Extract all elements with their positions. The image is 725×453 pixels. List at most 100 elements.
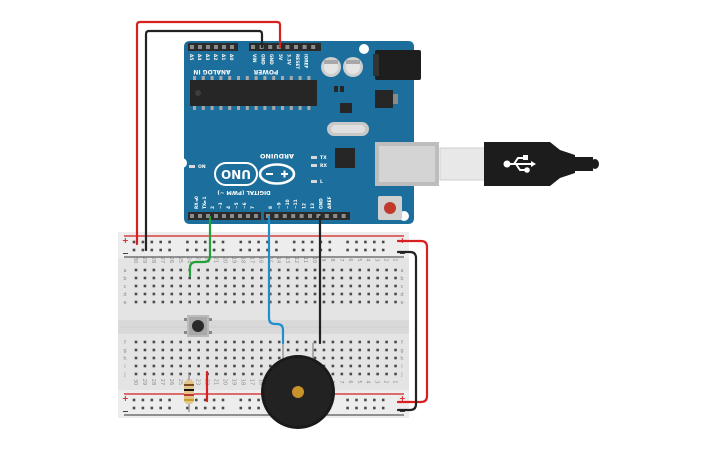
breadboard-hole[interactable] (367, 276, 370, 280)
breadboard-hole[interactable] (152, 340, 156, 344)
breadboard-hole[interactable] (313, 340, 317, 344)
header-pin[interactable] (308, 214, 312, 218)
breadboard-hole[interactable] (313, 276, 317, 280)
breadboard-hole[interactable] (215, 364, 218, 368)
rail-hole[interactable] (275, 240, 278, 244)
breadboard-hole[interactable] (260, 356, 263, 360)
breadboard-hole[interactable] (295, 340, 299, 344)
breadboard-hole[interactable] (376, 372, 379, 376)
breadboard-hole[interactable] (242, 356, 245, 360)
breadboard-hole[interactable] (376, 284, 379, 288)
breadboard-hole[interactable] (385, 284, 388, 288)
breadboard-hole[interactable] (242, 268, 245, 272)
breadboard-hole[interactable] (367, 284, 370, 288)
rail-hole[interactable] (221, 398, 225, 402)
breadboard-hole[interactable] (376, 340, 379, 344)
rail-hole[interactable] (355, 398, 358, 402)
rail-hole[interactable] (373, 240, 376, 244)
breadboard-hole[interactable] (170, 364, 174, 368)
header-pin[interactable] (341, 214, 346, 218)
breadboard-hole[interactable] (277, 356, 281, 360)
breadboard-hole[interactable] (358, 372, 362, 376)
breadboard-hole[interactable] (286, 348, 290, 352)
breadboard-hole[interactable] (286, 268, 290, 272)
breadboard-hole[interactable] (394, 372, 397, 376)
breadboard-hole[interactable] (385, 348, 388, 352)
header-pin[interactable] (214, 214, 218, 218)
breadboard-hole[interactable] (215, 284, 218, 288)
breadboard-hole[interactable] (313, 284, 317, 288)
breadboard-hole[interactable] (367, 364, 370, 368)
breadboard-hole[interactable] (224, 300, 227, 304)
breadboard-hole[interactable] (233, 276, 236, 280)
breadboard-hole[interactable] (394, 364, 397, 368)
breadboard-hole[interactable] (304, 348, 308, 352)
header-pin[interactable] (222, 45, 226, 49)
breadboard-hole[interactable] (295, 284, 299, 288)
rail-hole[interactable] (364, 398, 367, 402)
breadboard-hole[interactable] (188, 340, 191, 344)
rail-hole[interactable] (266, 240, 269, 244)
breadboard-hole[interactable] (197, 364, 200, 368)
breadboard-hole[interactable] (188, 348, 191, 352)
breadboard-hole[interactable] (251, 356, 254, 360)
rail-hole[interactable] (141, 398, 145, 402)
header-pin[interactable] (324, 214, 329, 218)
breadboard-hole[interactable] (340, 292, 344, 296)
breadboard-hole[interactable] (358, 356, 362, 360)
header-pin[interactable] (206, 45, 210, 49)
breadboard-hole[interactable] (367, 268, 370, 272)
breadboard-hole[interactable] (170, 292, 174, 296)
rail-hole[interactable] (212, 398, 216, 402)
breadboard-hole[interactable] (206, 276, 209, 280)
breadboard-hole[interactable] (331, 340, 335, 344)
breadboard-hole[interactable] (233, 348, 236, 352)
header-pin[interactable] (285, 45, 290, 49)
breadboard-hole[interactable] (206, 292, 209, 296)
breadboard-hole[interactable] (233, 300, 236, 304)
rail-hole[interactable] (159, 240, 162, 244)
rail-hole[interactable] (159, 398, 162, 402)
breadboard-hole[interactable] (268, 276, 272, 280)
breadboard-hole[interactable] (242, 372, 245, 376)
breadboard-hole[interactable] (367, 292, 370, 296)
breadboard-hole[interactable] (179, 364, 183, 368)
rail-hole[interactable] (132, 248, 136, 252)
breadboard-hole[interactable] (224, 284, 227, 288)
rail-hole[interactable] (364, 248, 367, 252)
breadboard-hole[interactable] (277, 348, 281, 352)
breadboard-hole[interactable] (376, 364, 379, 368)
breadboard-hole[interactable] (134, 348, 138, 352)
breadboard-hole[interactable] (331, 300, 335, 304)
rail-hole[interactable] (150, 398, 154, 402)
rail-hole[interactable] (150, 248, 154, 252)
header-pin[interactable] (282, 214, 287, 218)
breadboard-hole[interactable] (206, 356, 209, 360)
rail-hole[interactable] (212, 248, 216, 252)
rail-hole[interactable] (257, 406, 260, 410)
breadboard-hole[interactable] (134, 372, 138, 376)
rail-hole[interactable] (266, 248, 269, 252)
rail-hole[interactable] (195, 248, 198, 252)
breadboard-hole[interactable] (367, 356, 370, 360)
breadboard-hole[interactable] (322, 348, 326, 352)
breadboard-hole[interactable] (367, 348, 370, 352)
breadboard-hole[interactable] (340, 340, 344, 344)
breadboard-hole[interactable] (260, 292, 263, 296)
rail-hole[interactable] (346, 398, 349, 402)
breadboard-hole[interactable] (358, 364, 362, 368)
breadboard-hole[interactable] (197, 356, 200, 360)
breadboard-hole[interactable] (170, 284, 174, 288)
reset-button-cap[interactable] (384, 202, 396, 214)
breadboard-hole[interactable] (251, 348, 254, 352)
breadboard-hole[interactable] (188, 356, 191, 360)
rail-hole[interactable] (159, 248, 162, 252)
breadboard-hole[interactable] (134, 276, 138, 280)
breadboard-hole[interactable] (215, 268, 218, 272)
breadboard-hole[interactable] (304, 292, 308, 296)
breadboard-hole[interactable] (170, 276, 174, 280)
breadboard-hole[interactable] (268, 300, 272, 304)
breadboard-hole[interactable] (260, 268, 263, 272)
breadboard-hole[interactable] (143, 372, 147, 376)
rail-hole[interactable] (132, 240, 136, 244)
